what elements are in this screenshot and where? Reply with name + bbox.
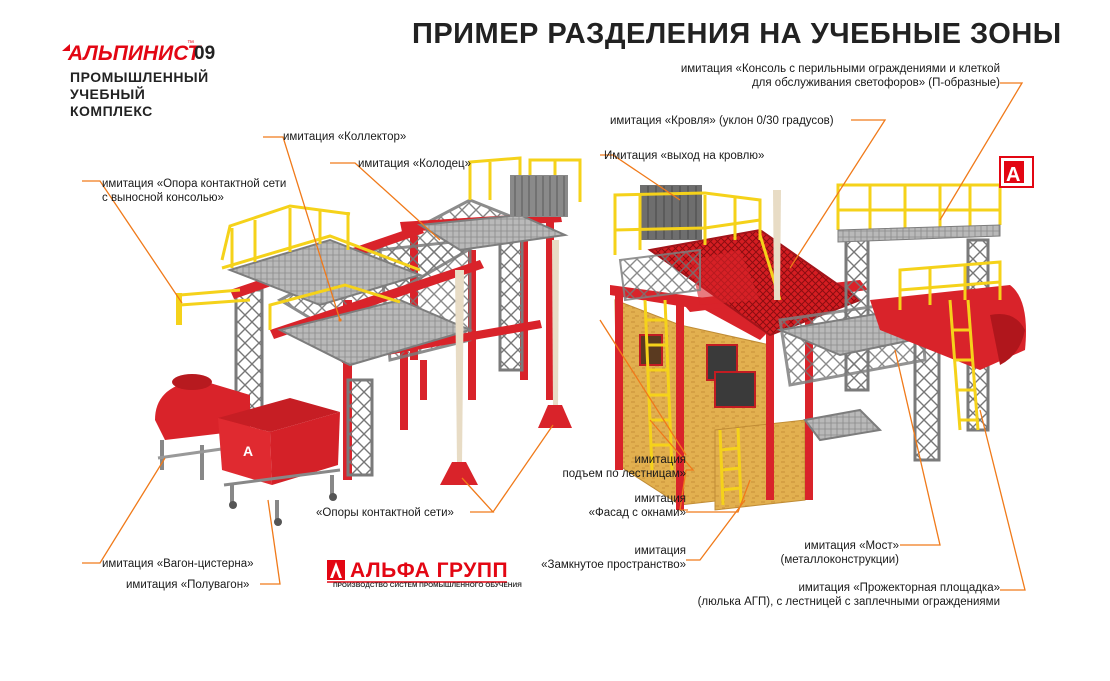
label-spotlight-1: имитация «Прожекторная площадка» [798, 582, 1001, 594]
brand-name: АЛЬПИНИСТ [68, 42, 201, 65]
company-logo-mark [327, 560, 345, 580]
label-bridge-2: (металлоконструкции) [780, 554, 899, 566]
svg-text:A: A [1006, 164, 1020, 186]
label-console-1: имитация «Консоль с перильными ограждени… [680, 63, 1000, 75]
label-closed-space-2: «Замкнутое пространство» [541, 559, 686, 571]
label-facade-1: имитация [634, 493, 686, 505]
label-support-console-1: имитация «Опора контактной сети [102, 178, 287, 190]
label-well: имитация «Колодец» [358, 158, 472, 170]
brand-subtitle-line: ПРОМЫШЛЕННЫЙ [70, 69, 209, 85]
label-roof-exit: Имитация «выход на кровлю» [604, 150, 765, 162]
svg-text:A: A [243, 443, 253, 459]
company-tagline: ПРОИЗВОДСТВО СИСТЕМ ПРОМЫШЛЕННОГО ОБУЧЕН… [333, 582, 522, 589]
brand-number: 09 [194, 43, 216, 64]
brand-trademark: ™ [187, 40, 194, 47]
label-ladder-2: подъем по лестницам» [562, 468, 686, 480]
label-gondola: имитация «Полувагон» [126, 579, 250, 591]
brand-subtitle-line: КОМПЛЕКС [70, 103, 153, 119]
label-supports: «Опоры контактной сети» [316, 507, 454, 519]
label-facade-2: «Фасад с окнами» [588, 507, 686, 519]
page-title: ПРИМЕР РАЗДЕЛЕНИЯ НА УЧЕБНЫЕ ЗОНЫ [412, 18, 1062, 50]
brand-subtitle-line: УЧЕБНЫЙ [70, 86, 146, 102]
label-console-2: для обслуживания светофоров» (П-образные… [751, 77, 1000, 89]
company-name: АЛЬФА ГРУПП [350, 559, 509, 582]
label-spotlight-2: (люлька АГП), с лестницей с заплечными о… [697, 596, 1000, 608]
label-ladder-1: имитация [634, 454, 686, 466]
corner-logo-mark: A [999, 156, 1034, 188]
label-roof: имитация «Кровля» (уклон 0/30 градусов) [610, 115, 834, 127]
label-bridge-1: имитация «Мост» [804, 540, 899, 552]
label-tank-wagon: имитация «Вагон-цистерна» [102, 558, 254, 570]
label-closed-space-1: имитация [634, 545, 686, 557]
brand-mark-icon [62, 44, 70, 51]
label-support-console-2: с выносной консолью» [102, 192, 224, 204]
label-collector: имитация «Коллектор» [283, 131, 407, 143]
